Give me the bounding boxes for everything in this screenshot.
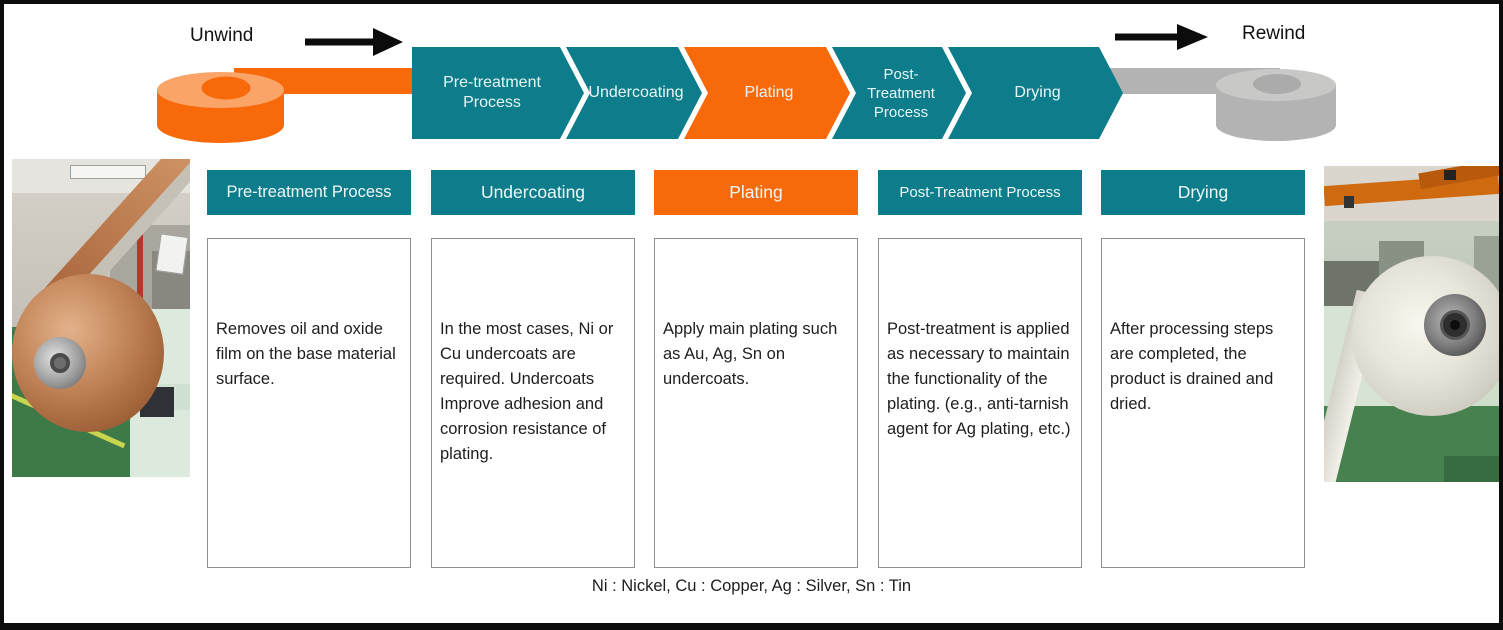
photo-red-pole: [137, 219, 143, 317]
description-box-plating: Apply main plating such as Au, Ag, Sn on…: [654, 238, 858, 568]
description-box-undercoating: In the most cases, Ni or Cu undercoats a…: [431, 238, 635, 568]
rewind-label: Rewind: [1242, 23, 1306, 44]
photo-light-fixture: [70, 165, 146, 179]
chevron-step-undercoating: Undercoating: [566, 47, 702, 139]
description-box-post-treatment: Post-treatment is applied as necessary t…: [878, 238, 1082, 568]
chevron-step-pre-treatment: Pre-treatment Process: [412, 47, 584, 139]
chevron-step-label: Post-Treatment Process: [867, 65, 935, 121]
chevron-step-label: Drying: [1014, 84, 1061, 101]
column-header-plating: Plating: [654, 170, 858, 215]
unwind-arrow-icon: [305, 28, 403, 56]
abbreviation-footnote: Ni : Nickel, Cu : Copper, Ag : Silver, S…: [591, 577, 912, 595]
unwind-coil-icon: [157, 72, 284, 143]
column-header-pre-treatment: Pre-treatment Process: [207, 170, 411, 215]
description-box-drying: After processing steps are completed, th…: [1101, 238, 1305, 568]
chevron-step-drying: Drying: [948, 47, 1123, 139]
photo-ceiling-fixture: [1444, 170, 1456, 180]
chevron-step-post-treatment: Post-Treatment Process: [832, 47, 966, 139]
rewinder-photo: [1324, 166, 1499, 482]
rewind-coil-icon: [1216, 69, 1336, 141]
photo-floor-shadow: [1444, 456, 1499, 482]
photo-coil-hub-ring: [1440, 310, 1470, 340]
chevron-step-plating: Plating: [684, 47, 850, 139]
column-header-undercoating: Undercoating: [431, 170, 635, 215]
column-header-drying: Drying: [1101, 170, 1305, 215]
rewind-arrow-icon: [1115, 24, 1208, 50]
unwind-label: Unwind: [190, 25, 254, 46]
chevron-step-label: Pre-treatment Process: [443, 74, 541, 111]
chevron-step-label: Plating: [744, 84, 794, 101]
column-header-post-treatment: Post-Treatment Process: [878, 170, 1082, 215]
photo-coil-hub-center: [50, 353, 70, 373]
description-box-pre-treatment: Removes oil and oxide film on the base m…: [207, 238, 411, 568]
photo-ceiling-fixture: [1344, 196, 1354, 208]
unwinder-photo: [12, 159, 190, 477]
photo-coil-hub-center: [1450, 320, 1460, 330]
chevron-step-label: Undercoating: [588, 84, 684, 101]
photo-paper-sign: [155, 233, 189, 275]
